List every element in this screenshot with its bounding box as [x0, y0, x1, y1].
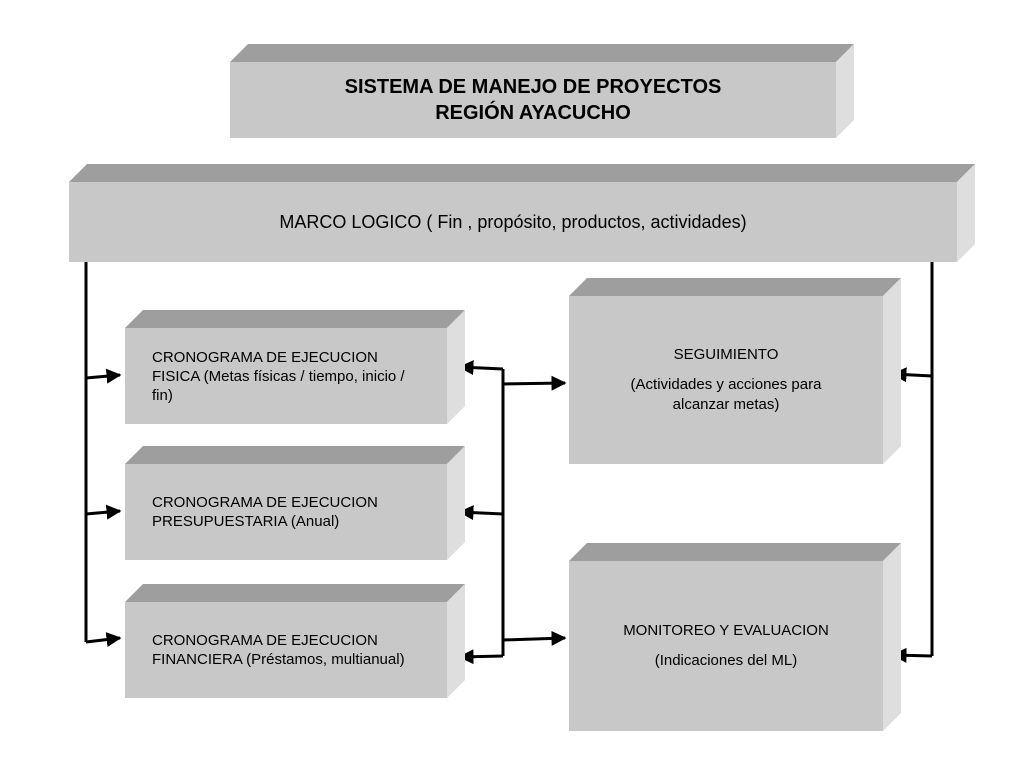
- monitoreo-box: MONITOREO Y EVALUACION (Indicaciones del…: [569, 561, 883, 731]
- cronograma-fisica-box-top: [125, 310, 465, 328]
- seguimiento-box-side: [883, 278, 901, 464]
- monitoreo-box-top: [569, 543, 901, 561]
- monitoreo-text: MONITOREO Y EVALUACION (Indicaciones del…: [579, 561, 873, 731]
- cronograma-fisica-box: CRONOGRAMA DE EJECUCION FISICA (Metas fí…: [125, 328, 447, 424]
- arrow-center-to-fisica: [458, 360, 504, 376]
- seguimiento-text: SEGUIMIENTO (Actividades y acciones para…: [579, 296, 873, 464]
- seguimiento-detail: (Actividades y acciones para alcanzar me…: [630, 376, 822, 413]
- arrow-to-cronograma-presupuestaria: [85, 504, 122, 520]
- marco-logico-label: MARCO LOGICO ( Fin , propósito, producto…: [279, 211, 747, 232]
- seguimiento-box: SEGUIMIENTO (Actividades y acciones para…: [569, 296, 883, 464]
- cronograma-financiera-label: CRONOGRAMA DE EJECUCION FINANCIERA (Prés…: [152, 632, 405, 668]
- cronograma-presupuestaria-label: CRONOGRAMA DE EJECUCION PRESUPUESTARIA (…: [152, 494, 378, 530]
- marco-logico-box: MARCO LOGICO ( Fin , propósito, producto…: [69, 182, 957, 262]
- title-box-top: [230, 44, 854, 62]
- cronograma-presupuestaria-box: CRONOGRAMA DE EJECUCION PRESUPUESTARIA (…: [125, 464, 447, 560]
- title-box-side: [836, 44, 854, 138]
- arrow-center-to-financiera: [458, 649, 504, 665]
- seguimiento-box-top: [569, 278, 901, 296]
- arrow-to-cronograma-fisica: [85, 368, 122, 384]
- arrow-center-to-monitoreo: [502, 630, 567, 646]
- cronograma-financiera-box-top: [125, 584, 465, 602]
- diagram-title: SISTEMA DE MANEJO DE PROYECTOS REGIÓN AY…: [230, 62, 836, 138]
- arrow-center-to-presupuestaria: [458, 505, 504, 521]
- cronograma-fisica-label: CRONOGRAMA DE EJECUCION FISICA (Metas fí…: [152, 348, 405, 404]
- arrow-to-cronograma-financiera: [85, 632, 122, 648]
- monitoreo-box-side: [883, 543, 901, 731]
- cronograma-financiera-box-side: [447, 584, 465, 698]
- monitoreo-heading: MONITOREO Y EVALUACION: [623, 622, 829, 639]
- cronograma-fisica-box-side: [447, 310, 465, 424]
- marco-logico-box-side: [957, 164, 975, 262]
- title-line-2: REGIÓN AYACUCHO: [435, 102, 631, 124]
- title-box: SISTEMA DE MANEJO DE PROYECTOS REGIÓN AY…: [230, 62, 836, 138]
- arrow-center-to-seguimiento: [502, 375, 567, 391]
- cronograma-presupuestaria-box-top: [125, 446, 465, 464]
- cronograma-presupuestaria-box-side: [447, 446, 465, 560]
- title-line-1: SISTEMA DE MANEJO DE PROYECTOS: [344, 76, 722, 98]
- seguimiento-heading: SEGUIMIENTO: [673, 346, 779, 363]
- cronograma-financiera-box: CRONOGRAMA DE EJECUCION FINANCIERA (Prés…: [125, 602, 447, 698]
- marco-logico-box-top: [69, 164, 975, 182]
- monitoreo-detail: (Indicaciones del ML): [654, 652, 798, 669]
